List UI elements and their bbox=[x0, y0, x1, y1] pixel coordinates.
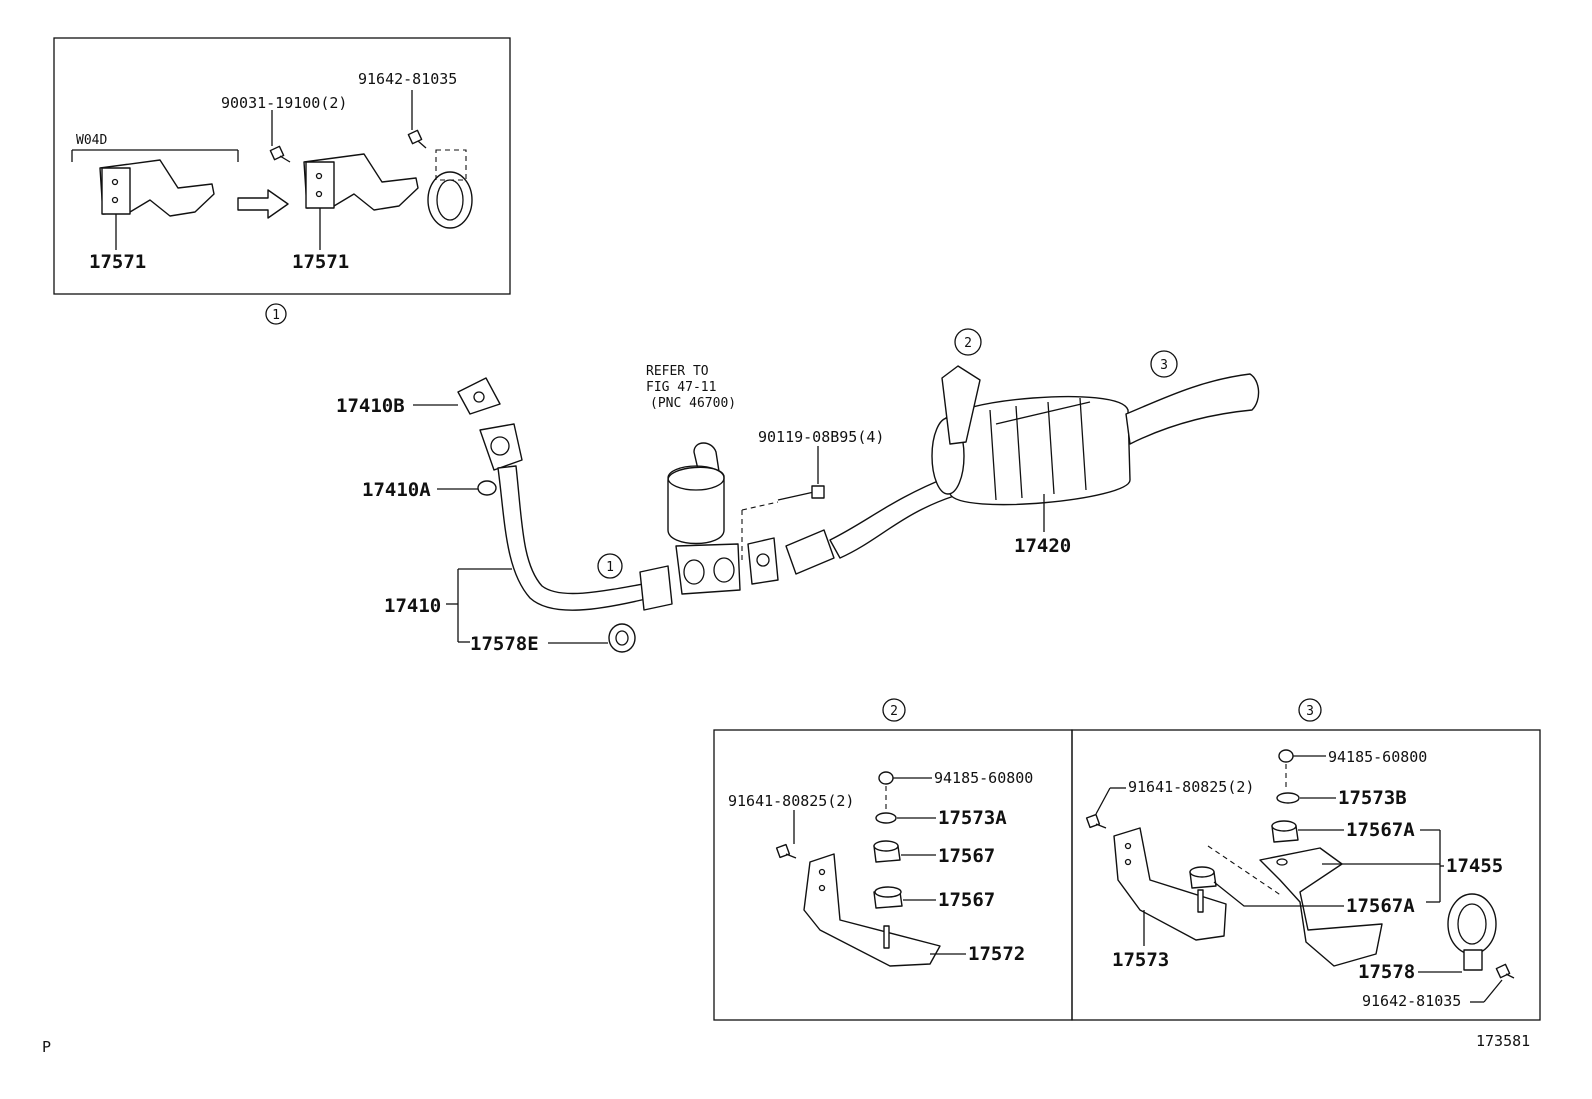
tailpipe-sleeve bbox=[785, 529, 835, 575]
inset-2: 2 94185-60800 17573A 17567 17567 91641-8… bbox=[713, 698, 1073, 1021]
callout-circle-2-main bbox=[954, 328, 982, 356]
refer-note-line-1: REFER TO bbox=[646, 364, 709, 379]
callout-circle-1 bbox=[265, 303, 287, 325]
muffler bbox=[931, 395, 1131, 506]
bracket-17571-left bbox=[99, 159, 215, 250]
support-17455 bbox=[1259, 847, 1383, 967]
label-17410b: 17410B bbox=[336, 395, 405, 417]
label-17567a-upper: 17567A bbox=[1346, 819, 1415, 841]
refer-note-line-2: FIG 47-11 bbox=[646, 380, 716, 395]
label-17410: 17410 bbox=[384, 595, 441, 617]
callout-3-main: 3 bbox=[1160, 358, 1168, 373]
converter-unit bbox=[667, 442, 741, 595]
right-arrow-icon bbox=[237, 189, 289, 219]
inset-1: W04D 17571 17571 90031-19100(2) bbox=[53, 37, 511, 325]
page-code: P bbox=[42, 1038, 51, 1056]
bolt-91642-b bbox=[1495, 963, 1515, 979]
cushion-17573a bbox=[875, 812, 897, 824]
label-17420: 17420 bbox=[1014, 535, 1071, 557]
label-17455: 17455 bbox=[1446, 855, 1503, 877]
nut-94185 bbox=[878, 771, 894, 785]
bracket-17571-right bbox=[303, 153, 419, 250]
label-91641-80825-a: 91641-80825(2) bbox=[728, 792, 854, 810]
tailpipe-outlet bbox=[1125, 373, 1260, 445]
tailpipe-flange bbox=[747, 537, 779, 585]
clamp-17578 bbox=[1447, 893, 1497, 971]
bolt-90119 bbox=[741, 485, 825, 560]
inset-2-marker: 2 bbox=[890, 704, 898, 719]
callout-circle-3-main bbox=[1150, 350, 1178, 378]
label-90031-19100: 90031-19100(2) bbox=[221, 94, 347, 112]
label-91642-81035-top: 91642-81035 bbox=[358, 70, 457, 88]
label-17573b: 17573B bbox=[1338, 787, 1407, 809]
tailpipe-mid bbox=[829, 475, 955, 559]
front-pipe-outlet-flange bbox=[639, 565, 673, 611]
muffler-hanger bbox=[941, 365, 981, 445]
label-17571-right: 17571 bbox=[292, 251, 349, 273]
label-17571-left: 17571 bbox=[89, 251, 146, 273]
label-94185-60800-a: 94185-60800 bbox=[934, 769, 1033, 787]
refer-note-line-3: (PNC 46700) bbox=[650, 396, 736, 411]
label-91641-80825-b: 91641-80825(2) bbox=[1128, 778, 1254, 796]
label-90119-08b95: 90119-08B95(4) bbox=[758, 428, 884, 446]
main-assembly: 17410B 17410A 17410 17578E 1 REFE bbox=[336, 328, 1260, 655]
clamp-icon bbox=[407, 129, 473, 229]
label-17572: 17572 bbox=[968, 943, 1025, 965]
bolt-91641-a bbox=[775, 843, 797, 859]
label-17567-lower: 17567 bbox=[938, 889, 995, 911]
inset-3-frame bbox=[1071, 729, 1541, 1021]
inset-3-marker: 3 bbox=[1306, 704, 1314, 719]
inset-3: 3 94185-60800 17573B 17567A 17455 17567A bbox=[1071, 698, 1541, 1021]
label-17578e: 17578E bbox=[470, 633, 539, 655]
gasket-17410b bbox=[457, 377, 501, 415]
label-94185-60800-b: 94185-60800 bbox=[1328, 748, 1427, 766]
clamp-17578e bbox=[608, 623, 636, 653]
front-pipe-17410 bbox=[497, 465, 655, 611]
nut-94185-b bbox=[1278, 749, 1294, 763]
label-17573: 17573 bbox=[1112, 949, 1169, 971]
callout-circle-1-main bbox=[597, 553, 623, 579]
front-pipe-flange bbox=[479, 423, 523, 471]
nut-17410a bbox=[477, 480, 497, 496]
callout-number-1: 1 bbox=[272, 308, 280, 323]
inset-1-frame bbox=[53, 37, 511, 295]
variant-label: W04D bbox=[76, 133, 107, 148]
label-17573a: 17573A bbox=[938, 807, 1007, 829]
label-17567a-lower: 17567A bbox=[1346, 895, 1415, 917]
bolt-icon bbox=[269, 145, 291, 163]
bracket-17573 bbox=[1113, 827, 1227, 941]
callout-2-main: 2 bbox=[964, 336, 972, 351]
bolt-91641-b bbox=[1085, 813, 1107, 829]
label-17410a: 17410A bbox=[362, 479, 431, 501]
bracket-17572 bbox=[803, 853, 941, 967]
cushion-17573b bbox=[1276, 792, 1300, 804]
label-17567-upper: 17567 bbox=[938, 845, 995, 867]
label-17578: 17578 bbox=[1358, 961, 1415, 983]
callout-1-main: 1 bbox=[606, 560, 614, 575]
label-91642-81035-bottom: 91642-81035 bbox=[1362, 992, 1461, 1010]
figure-number: 173581 bbox=[1476, 1032, 1530, 1050]
